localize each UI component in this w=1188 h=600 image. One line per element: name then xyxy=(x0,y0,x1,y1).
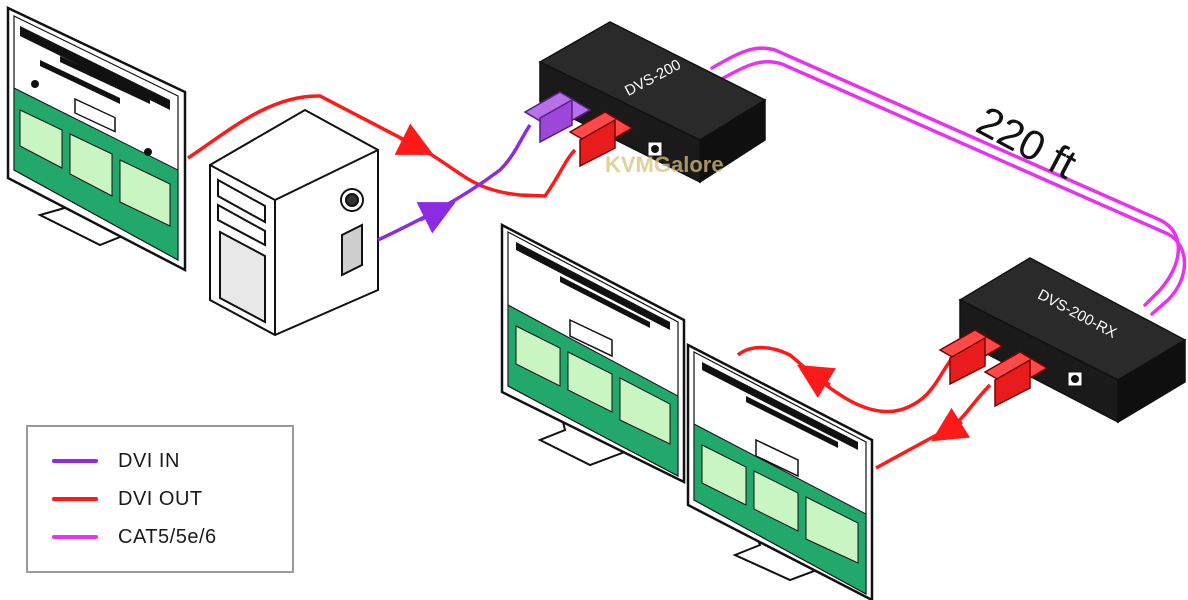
legend-item-dvi-out: DVI OUT xyxy=(52,485,203,513)
dvi-out-cable-rx-2 xyxy=(875,383,992,470)
legend-item-dvi-in: DVI IN xyxy=(52,447,180,475)
cat-cable xyxy=(710,46,1187,316)
distance-label: 220 ft xyxy=(969,97,1084,188)
dvi-out-arrow-3 xyxy=(931,407,971,442)
legend-label-dvi-out: DVI OUT xyxy=(118,487,203,510)
display-monitor-2 xyxy=(686,342,874,600)
transmitter-box xyxy=(523,21,767,184)
display-monitor-1 xyxy=(500,222,686,485)
legend-label-cat: CAT5/5e/6 xyxy=(118,525,217,548)
dvi-in-swatch xyxy=(52,459,98,463)
dvi-out-swatch xyxy=(52,497,98,501)
legend-item-cat: CAT5/5e/6 xyxy=(52,523,217,551)
dvi-out-cable-rx-1 xyxy=(736,345,957,414)
computer-tower xyxy=(209,108,379,337)
legend: DVI IN DVI OUT CAT5/5e/6 xyxy=(26,425,294,573)
cat-swatch xyxy=(52,535,98,539)
dvi-out-cable-source xyxy=(187,94,577,198)
receiver-box xyxy=(938,257,1187,424)
legend-label-dvi-in: DVI IN xyxy=(118,449,180,472)
dvi-in-cable xyxy=(377,124,532,242)
dvi-in-arrow xyxy=(416,202,456,234)
watermark-text: KVMGalore xyxy=(605,152,724,177)
source-monitor xyxy=(6,6,187,273)
dvi-out-arrow-1 xyxy=(394,123,434,155)
dvi-out-arrow-2 xyxy=(797,364,837,399)
